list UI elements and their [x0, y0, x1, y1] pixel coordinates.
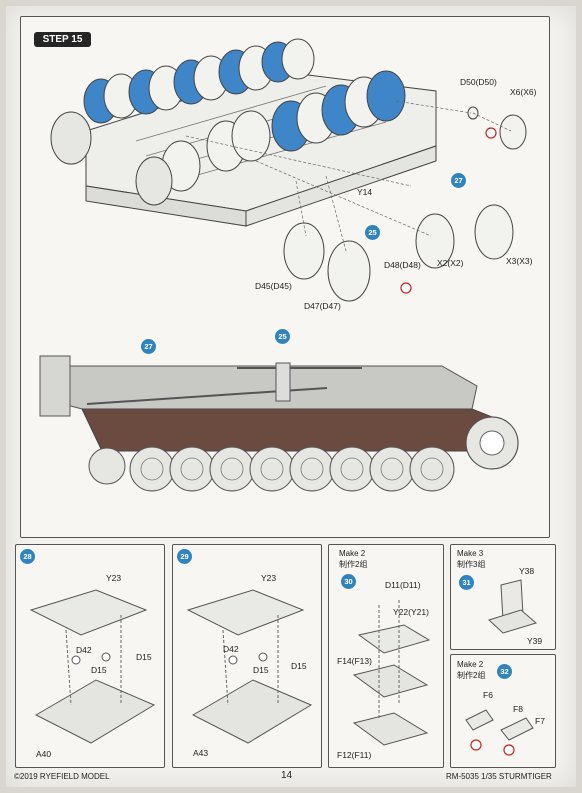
callout-29: 29: [177, 549, 192, 564]
sub31-drawing: [488, 579, 538, 634]
sub28-label-d42: D42: [76, 645, 92, 655]
step-title: STEP 15: [34, 32, 91, 47]
instruction-page: STEP 15: [6, 6, 576, 787]
sub30-drawing: [352, 600, 431, 746]
sub28-label-d15-b: D15: [91, 665, 107, 675]
callout-32: 32: [497, 664, 512, 679]
sub32-label-f7: F7: [535, 716, 545, 726]
sub29-label-a43: A43: [193, 748, 209, 758]
page-number: 14: [281, 770, 293, 781]
sub-assembly-32: Make 2 制作2组 32 F6 F8 F7: [450, 654, 556, 768]
part-label-d47: D47(D47): [304, 301, 341, 311]
sub32-make-cn: 制作2组: [457, 671, 486, 680]
sub-assembly-31: Make 3 制作3组 31 Y38 Y39: [450, 544, 556, 650]
sub30-label-y22: Y22(Y21): [393, 607, 429, 617]
sub29-label-y23: Y23: [261, 573, 277, 583]
sub31-make: Make 3: [457, 549, 484, 558]
sub29-label-d15-b: D15: [291, 661, 307, 671]
callout-27-top: 27: [451, 173, 466, 188]
sub29-drawing: [186, 589, 313, 744]
sub32-make: Make 2: [457, 660, 484, 669]
sub-assembly-30: Make 2 制作2组 30 D11(D11) Y22(Y21) F14(F13…: [328, 544, 444, 768]
sub-assembly-28: 28 Y23 D42 D15 D15 A40: [15, 544, 165, 768]
callout-28: 28: [20, 549, 35, 564]
part-label-x2: X2(X2): [437, 258, 464, 268]
sub32-drawing: [465, 709, 534, 756]
sub31-label-y38: Y38: [519, 566, 535, 576]
sub30-make-cn: 制作2组: [339, 560, 368, 569]
sub28-label-d15-a: D15: [136, 652, 152, 662]
callout-25-side: 25: [275, 329, 290, 344]
callout-27-side: 27: [141, 339, 156, 354]
part-label-x6: X6(X6): [510, 87, 537, 97]
sub28-label-y23: Y23: [106, 573, 122, 583]
sub28-label-a40: A40: [36, 749, 52, 759]
sub30-label-d11: D11(D11): [385, 580, 421, 590]
sub29-label-d42: D42: [223, 644, 239, 654]
callout-25-top: 25: [365, 225, 380, 240]
sub-assembly-29: 29 Y23 D42 D15 D15 A43: [172, 544, 322, 768]
sub31-label-y39: Y39: [527, 636, 543, 646]
suspension-assembly-drawing: [50, 38, 527, 302]
sub32-label-f8: F8: [513, 704, 523, 714]
footer-product: RM-5035 1/35 STURMTIGER: [446, 772, 552, 781]
sub29-label-d15-a: D15: [253, 665, 269, 675]
part-label-d50: D50(D50): [460, 77, 497, 87]
callout-31: 31: [459, 575, 474, 590]
callout-30: 30: [341, 574, 356, 589]
footer-copyright: ©2019 RYEFIELD MODEL: [14, 772, 110, 781]
sub30-label-f14: F14(F13): [337, 656, 372, 666]
sub31-make-cn: 制作3组: [457, 560, 486, 569]
sub30-make: Make 2: [339, 549, 366, 558]
sub30-label-f12: F12(F11): [337, 750, 372, 760]
vehicle-side-view: [39, 355, 519, 492]
part-label-d45: D45(D45): [255, 281, 292, 291]
sub28-drawing: [29, 589, 156, 744]
part-label-y14: Y14: [357, 187, 373, 197]
part-label-d48: D48(D48): [384, 260, 421, 270]
part-label-x3: X3(X3): [506, 256, 533, 266]
sub32-label-f6: F6: [483, 690, 493, 700]
